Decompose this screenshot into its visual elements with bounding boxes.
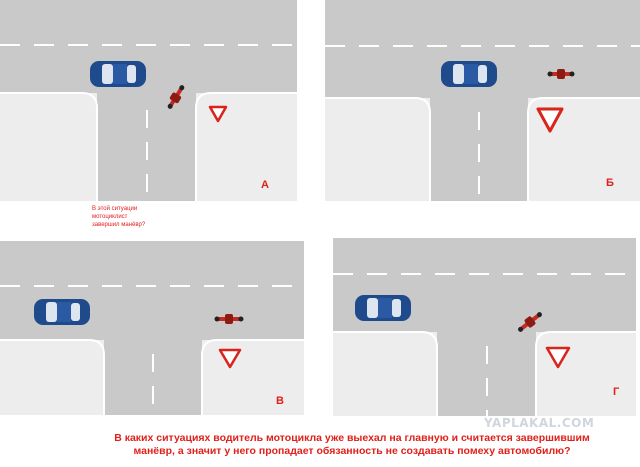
motorcycle — [518, 312, 542, 332]
motorcycle — [547, 69, 575, 79]
question-line: манёвр, а значит у него пропадает обязан… — [133, 445, 571, 457]
note-text: В этой ситуации мотоциклист завершил ман… — [92, 205, 162, 229]
question-line: В каких ситуациях водитель мотоцикла уже… — [114, 432, 590, 444]
panel-b: Б — [325, 0, 640, 201]
panel-v: В — [0, 241, 304, 415]
main-road — [0, 0, 297, 93]
car — [34, 299, 90, 325]
note-line: завершил манёвр? — [92, 222, 146, 228]
note-line: В этой ситуации — [92, 206, 138, 212]
side-road — [437, 332, 536, 416]
yield-sign — [208, 105, 228, 123]
yield-sign — [536, 107, 564, 133]
car — [441, 61, 497, 87]
car — [90, 61, 146, 87]
yield-sign — [218, 348, 242, 369]
question-text: В каких ситуациях водитель мотоцикла уже… — [92, 432, 612, 458]
main-road — [0, 241, 304, 340]
curb-left — [0, 339, 105, 415]
note-line: мотоциклист — [92, 214, 128, 220]
curb-left — [325, 97, 431, 201]
panel-a: А — [0, 0, 297, 201]
car — [355, 295, 411, 321]
curb-right — [195, 92, 297, 201]
panel-letter: В — [276, 395, 284, 407]
motorcycle — [214, 314, 244, 324]
curb-right — [535, 331, 636, 416]
panel-letter: Б — [606, 177, 614, 189]
panel-letter: А — [261, 179, 269, 191]
yield-sign — [545, 346, 571, 369]
motorcycle — [167, 85, 185, 109]
curb-right — [527, 97, 640, 201]
curb-right — [201, 339, 304, 415]
panel-letter: Г — [613, 386, 620, 398]
watermark: YAPLAKAL.COM — [484, 416, 595, 430]
curb-left — [0, 92, 98, 201]
panel-g: Г — [333, 238, 636, 416]
curb-left — [333, 331, 438, 416]
